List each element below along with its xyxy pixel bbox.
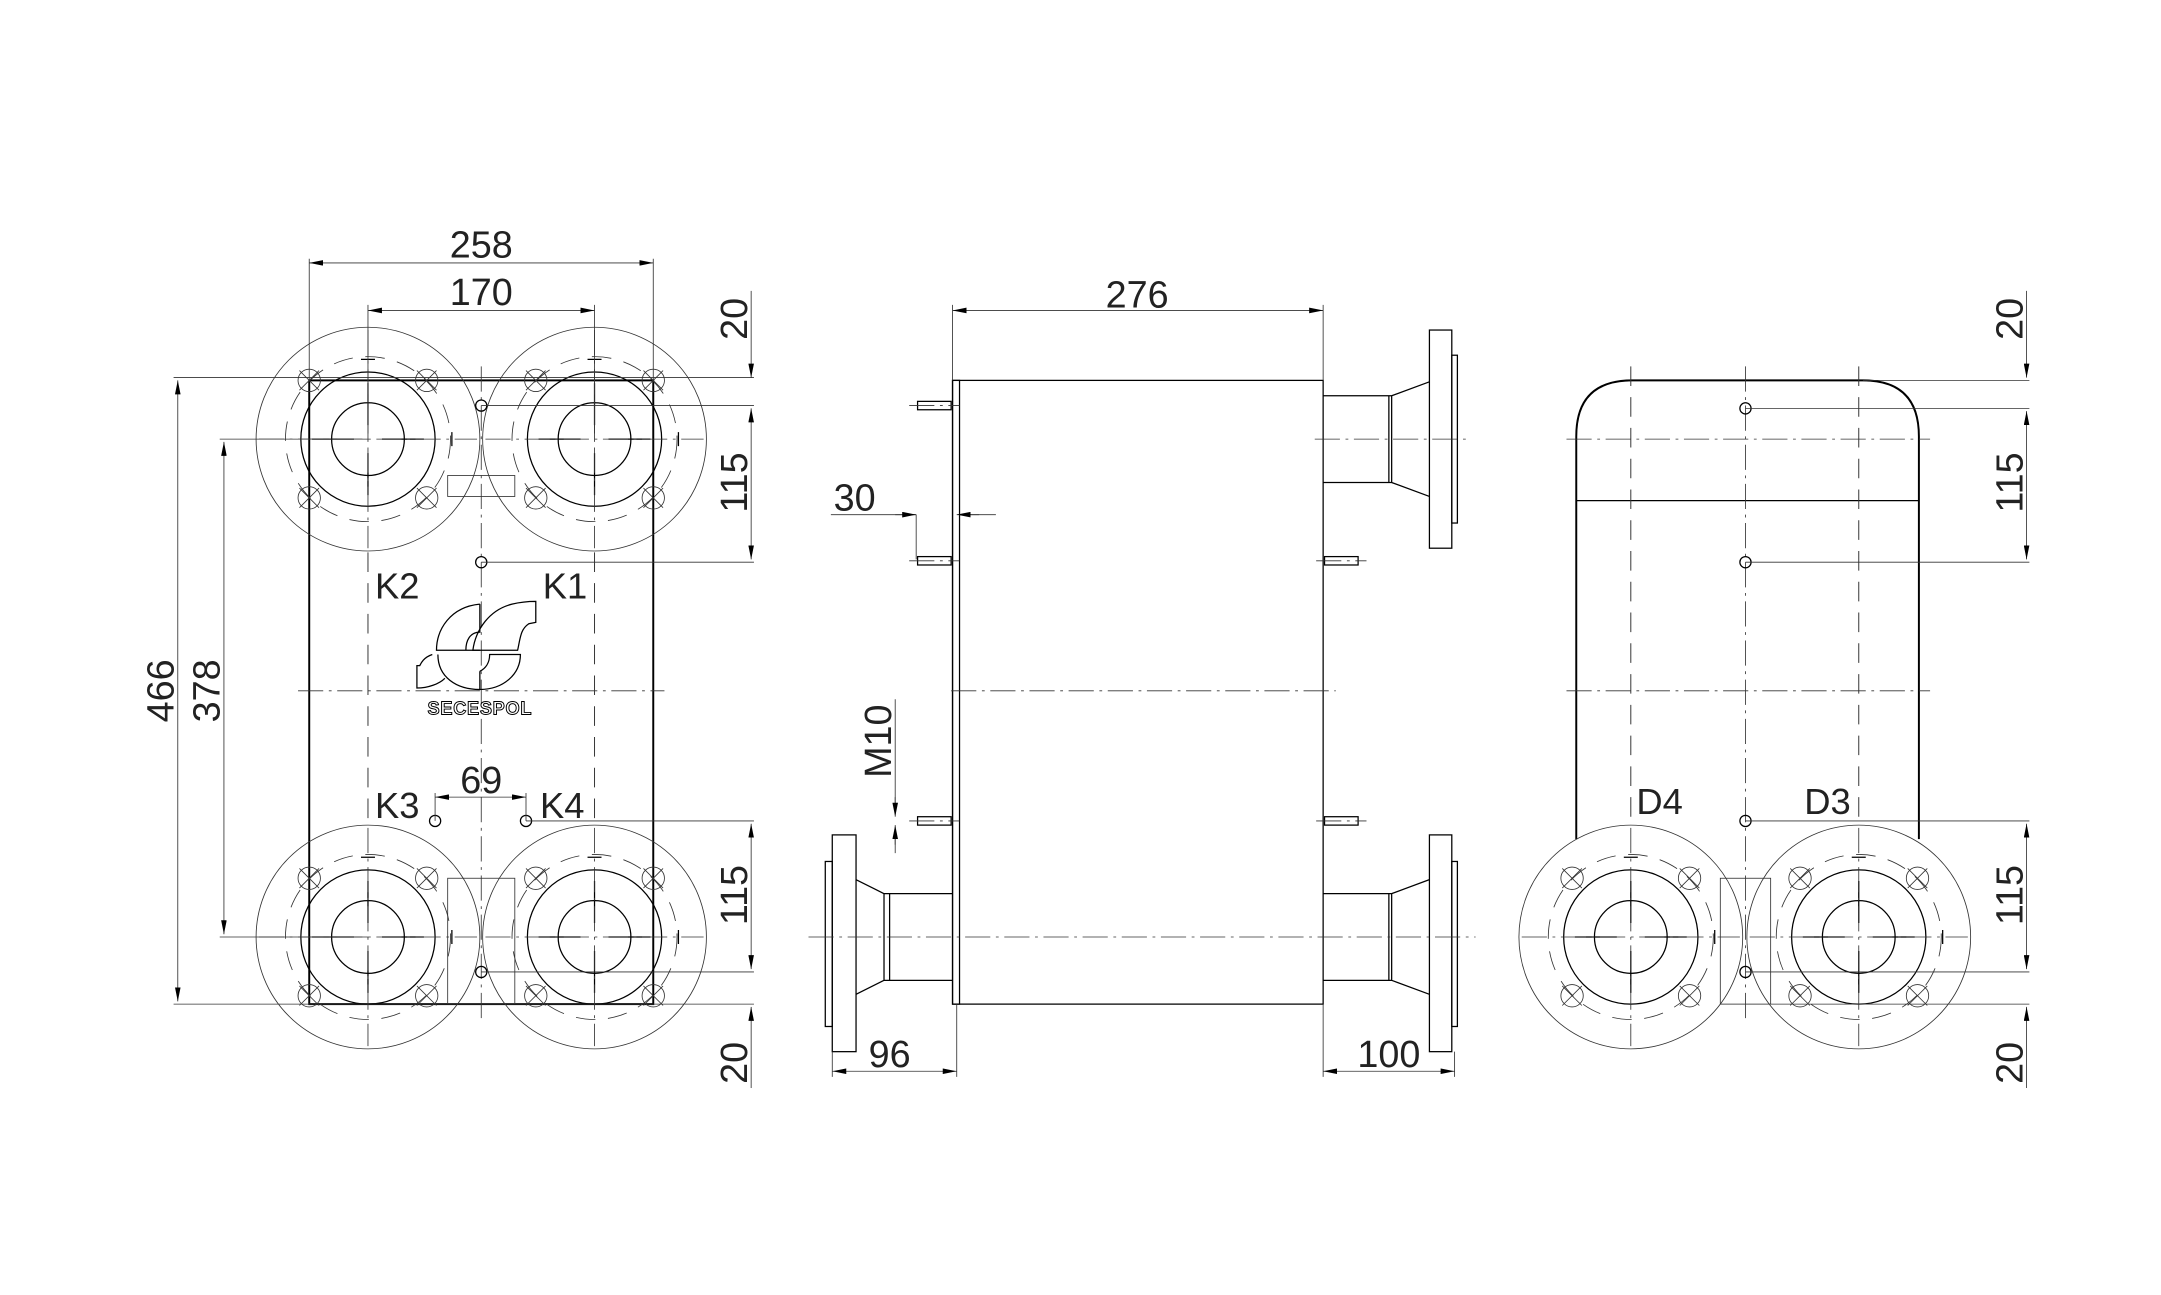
dim-right-nozzle: 100 [1357, 1033, 1420, 1075]
sensor-hole [428, 399, 533, 979]
dimension-lines-rear [1745, 290, 2030, 1089]
dim-rear-bottom-hole-spacing: 115 [1988, 865, 2030, 925]
dim-rear-top-hole-spacing: 115 [1988, 452, 2030, 512]
port-label-k4: K4 [540, 785, 584, 826]
side-view: 276 30 M10 96 100 [808, 274, 1476, 1077]
dim-overall-width: 258 [450, 223, 513, 265]
secespol-logo: SECESPOL [416, 600, 537, 719]
front-view: K2 K1 K3 K4 SECESPOL 258 170 [140, 223, 755, 1089]
dim-sensor-spacing: 69 [460, 759, 502, 801]
port-label-k3: K3 [375, 785, 419, 826]
dimension-lines-front [173, 258, 754, 1089]
plate-pack [951, 379, 1324, 1005]
flange-k4 [482, 824, 708, 1050]
dimension-lines-side [830, 304, 1456, 1077]
flange-d4 [1518, 824, 1744, 1050]
dim-stud-offset: 30 [834, 476, 876, 518]
nozzle-bottom-left [824, 834, 953, 1053]
port-label-d3: D3 [1804, 781, 1850, 822]
rear-plate-outline [1575, 379, 1920, 840]
nozzle-bottom-right [1323, 834, 1459, 1053]
dim-port-vertical-spacing: 378 [186, 659, 228, 722]
port-label-d4: D4 [1636, 781, 1682, 822]
dim-length: 276 [1106, 274, 1169, 316]
dim-top-hole-spacing: 115 [713, 452, 755, 512]
flange-d3 [1746, 824, 1972, 1050]
dim-left-nozzle: 96 [869, 1033, 911, 1075]
dim-rear-top-offset: 20 [1988, 298, 2030, 340]
port-label-k2: K2 [375, 566, 419, 607]
rear-view: D4 D3 20 115 115 20 [1518, 290, 2030, 1089]
dim-port-spacing: 170 [450, 271, 513, 313]
dim-rear-bottom-offset: 20 [1988, 1042, 2030, 1084]
dim-top-offset: 20 [713, 298, 755, 340]
dim-thread: M10 [857, 704, 899, 777]
dim-bottom-hole-spacing: 115 [713, 865, 755, 925]
nozzle-top-right [1314, 329, 1469, 549]
port-label-k1: K1 [543, 566, 587, 607]
dim-overall-height: 466 [140, 659, 182, 722]
dim-bottom-offset: 20 [713, 1042, 755, 1084]
logo-text: SECESPOL [428, 699, 533, 719]
